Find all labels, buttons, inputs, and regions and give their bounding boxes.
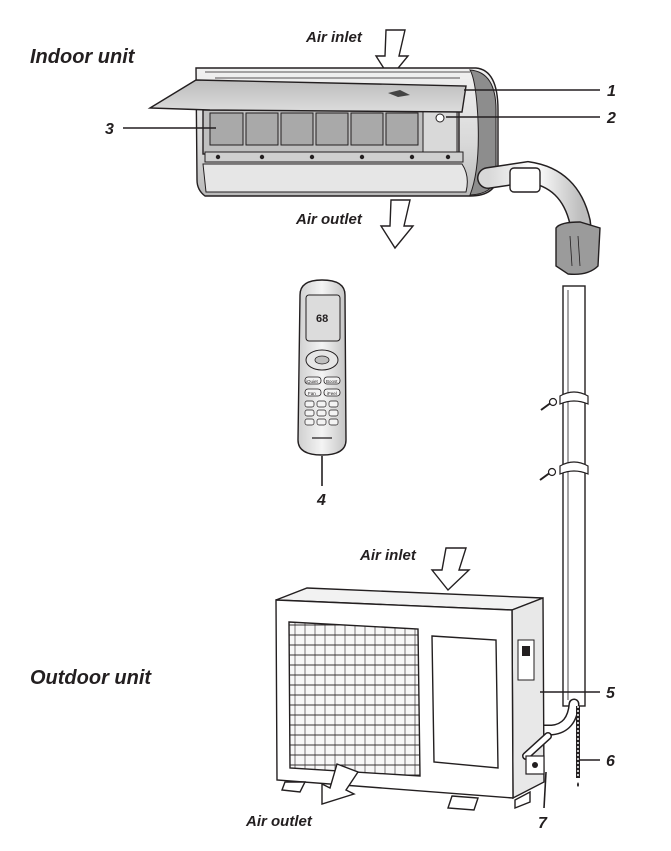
filter-panel-1: [209, 112, 244, 146]
brand-logo-icon: [388, 90, 410, 97]
outdoor-inlet-arrow-icon: [430, 547, 471, 592]
remote-fan-button: [304, 388, 322, 397]
screw-1-icon: [548, 397, 558, 407]
indoor-outlet-arrow-icon: [379, 199, 415, 250]
outdoor-air-inlet-label: Air inlet: [359, 547, 417, 564]
callout-7-number: 7: [538, 815, 548, 832]
indicator-icon: [435, 113, 445, 123]
pipe-coupling: [509, 167, 541, 193]
outdoor-unit: [275, 587, 552, 811]
callout-4-number: 4: [316, 492, 326, 509]
outdoor-unit-heading: Outdoor unit: [30, 667, 152, 689]
remote-iquiet-button: [304, 376, 322, 385]
outdoor-air-outlet-label: Air outlet: [245, 813, 313, 830]
remote-boost-label: Boost: [326, 379, 338, 384]
foot-left: [281, 781, 307, 793]
outdoor-outlet-arrow-icon: [321, 763, 360, 805]
air-outlet-louver: [202, 163, 468, 193]
filter-panel-3: [280, 112, 314, 146]
pipe-clip-2: [559, 461, 589, 475]
remote-boost-button: [323, 376, 341, 385]
callout-5-number: 5: [606, 685, 616, 702]
indoor-air-inlet-label: Air inlet: [305, 29, 363, 46]
fan-grille: [288, 621, 421, 777]
callout-6-number: 6: [606, 753, 615, 770]
foot-back: [514, 790, 531, 810]
remote-display: [305, 294, 341, 342]
filter-panel-5: [350, 112, 384, 146]
wall-pipe-run: [522, 285, 589, 787]
callout-3-number: 3: [105, 121, 114, 138]
remote-controller: 68 iQuiet Boost Fan iFeel: [297, 279, 347, 456]
wall-pipe-cover: [555, 221, 601, 276]
drain-drop-icon: [577, 782, 579, 787]
remote-ifeel-label: iFeel: [327, 391, 337, 396]
front-panel: [147, 79, 467, 113]
indoor-unit: [147, 67, 499, 197]
side-access-panel: [431, 635, 499, 769]
pipe-clip-1: [559, 391, 589, 405]
indoor-unit-heading: Indoor unit: [30, 46, 136, 68]
filter-panel-2: [245, 112, 279, 146]
screw-2-icon: [547, 467, 557, 477]
remote-ok-button: [314, 355, 330, 365]
remote-fan-label: Fan: [308, 391, 316, 396]
bottom-rail: [204, 151, 464, 163]
indoor-unit-side-cap: [469, 69, 497, 196]
remote-iquiet-label: iQuiet: [306, 379, 319, 384]
indoor-air-outlet-label: Air outlet: [295, 211, 363, 228]
filter-panel-6: [385, 112, 419, 146]
indoor-inlet-arrow-icon: [374, 29, 410, 80]
remote-display-temp: 68: [316, 313, 328, 325]
callout-1-number: 1: [607, 83, 616, 100]
foot-right: [447, 795, 479, 811]
callout-7-leader: [543, 771, 547, 809]
filter-panel-4: [315, 112, 349, 146]
callout-2-number: 2: [606, 110, 616, 127]
indoor-connecting-pipe: [477, 160, 601, 276]
remote-ifeel-button: [323, 388, 341, 397]
